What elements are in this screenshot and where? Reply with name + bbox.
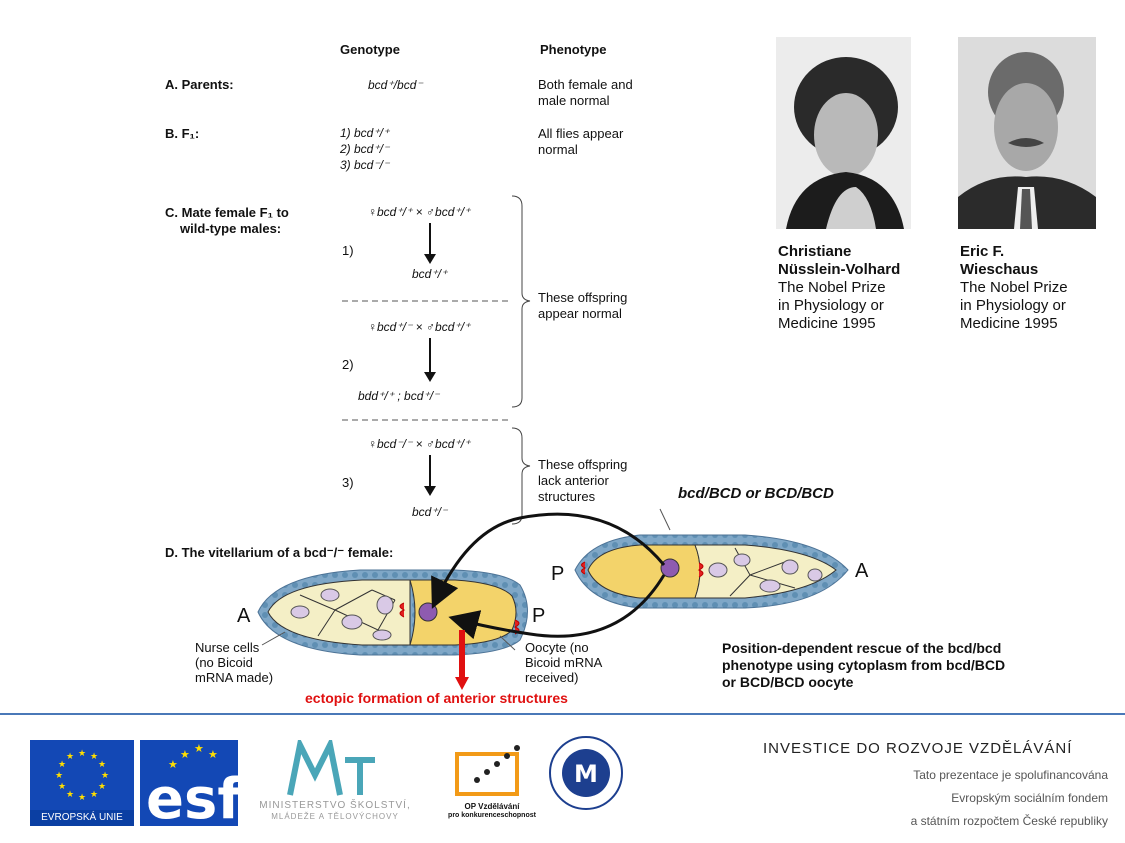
phenotype-header: Phenotype	[540, 42, 607, 57]
op-label-1: OP Vzdělávání	[464, 802, 520, 811]
nusslein-volhard-photo	[776, 37, 911, 229]
lack-text-2: lack anterior	[538, 473, 609, 488]
parents-phenotype-2: male normal	[538, 93, 610, 108]
svg-text:★: ★	[98, 760, 106, 770]
svg-text:★: ★	[78, 793, 86, 803]
masaryk-university-seal: M	[548, 735, 624, 811]
left-line-1: The Nobel Prize	[778, 279, 886, 296]
svg-text:esf: esf	[146, 767, 238, 826]
cross2-parents: ♀bcd⁺/⁻ × ♂bcd⁺/⁺	[368, 320, 471, 334]
f1-item-3: 3) bcd⁻/⁻	[340, 158, 390, 172]
cross2-result: bdd⁺/⁺ ; bcd⁺/⁻	[358, 389, 440, 403]
position-dependent-caption: Position-dependent rescue of the bcd/bcd…	[722, 640, 1006, 690]
right-line-2: in Physiology or	[960, 297, 1066, 314]
investice-heading: INVESTICE DO ROZVOJE VZDĚLÁVÁNÍ	[763, 740, 1073, 757]
svg-text:★: ★	[208, 748, 218, 761]
donor-genotype-label: bcd/BCD or BCD/BCD	[678, 485, 834, 502]
oocyte-note: Oocyte (no Bicoid mRNA received)	[525, 640, 603, 685]
cross1-number: 1)	[342, 243, 354, 258]
left-anterior-label: A	[237, 605, 251, 627]
svg-text:★: ★	[180, 748, 190, 761]
svg-text:★: ★	[101, 771, 109, 781]
normal-text-2: appear normal	[538, 306, 622, 321]
svg-text:★: ★	[194, 742, 204, 755]
rescue-arrow-upper	[431, 512, 666, 609]
mate-label-1: C. Mate female F₁ to	[165, 205, 289, 220]
left-line-2: in Physiology or	[778, 297, 884, 314]
f1-item-2: 2) bcd⁺/⁻	[340, 142, 390, 156]
f1-phenotype-1: All flies appear	[538, 126, 624, 141]
svg-text:★: ★	[98, 782, 106, 792]
funding-line-3: a státním rozpočtem České republiky	[910, 814, 1108, 828]
right-posterior-label: P	[551, 563, 565, 585]
svg-text:★: ★	[66, 752, 74, 762]
left-name-2: Nüsslein-Volhard	[778, 261, 901, 278]
right-egg-chamber	[574, 508, 849, 609]
parents-genotype: bcd⁺/bcd⁻	[368, 78, 423, 92]
funding-line-2: Evropským sociálním fondem	[951, 791, 1108, 805]
cross1-parents: ♀bcd⁺/⁺ × ♂bcd⁺/⁺	[368, 205, 471, 219]
right-line-1: The Nobel Prize	[960, 279, 1068, 296]
funding-line-1: Tato prezentace je spolufinancována	[913, 768, 1108, 782]
msmt-label-1: MINISTERSTVO ŠKOLSTVÍ,	[259, 800, 411, 811]
f1-label: B. F₁:	[165, 126, 200, 141]
msmt-label-2: MLÁDEŽE A TĚLOVÝCHOVY	[271, 812, 399, 821]
brace-normal	[511, 195, 531, 408]
eu-flag-logo: ★★★ ★★★ ★★★ ★★★ EVROPSKÁ UNIE	[30, 740, 134, 826]
footer-divider	[0, 713, 1125, 715]
op-vzdelavani-logo: OP Vzdělávání pro konkurenceschopnost	[432, 740, 552, 830]
right-name-2: Wieschaus	[960, 261, 1039, 278]
mate-label-2: wild-type males:	[180, 221, 282, 236]
f1-phenotype-2: normal	[538, 142, 578, 157]
nurse-cells-note: Nurse cells (no Bicoid mRNA made)	[195, 640, 274, 685]
left-line-3: Medicine 1995	[778, 315, 876, 332]
svg-text:★: ★	[90, 790, 98, 800]
section-d-label: D. The vitellarium of a bcd⁻/⁻ female:	[165, 545, 394, 560]
left-name-1: Christiane	[778, 243, 852, 260]
op-label-2: pro konkurenceschopnost	[448, 812, 536, 819]
cross2-number: 2)	[342, 357, 354, 372]
svg-text:★: ★	[58, 760, 66, 770]
lack-text-1: These offspring	[538, 457, 628, 472]
esf-logo: esf ★★★★	[140, 740, 242, 832]
cross-schematic-lines	[342, 195, 531, 525]
vitellarium-diagram	[257, 508, 849, 690]
svg-text:★: ★	[66, 790, 74, 800]
f1-item-1: 1) bcd⁺/⁺	[340, 126, 390, 140]
parents-label: A. Parents:	[165, 77, 234, 92]
right-anterior-label: A	[855, 560, 869, 582]
right-line-3: Medicine 1995	[960, 315, 1058, 332]
cross3-parents: ♀bcd⁻/⁻ × ♂bcd⁺/⁺	[368, 437, 471, 451]
svg-text:★: ★	[90, 752, 98, 762]
svg-text:★: ★	[168, 758, 178, 771]
rescue-arrow-lower	[448, 574, 666, 640]
cross3-number: 3)	[342, 475, 354, 490]
genotype-header: Genotype	[340, 42, 400, 57]
parents-phenotype-1: Both female and	[538, 77, 633, 92]
ectopic-formation-label: ectopic formation of anterior structures	[305, 690, 568, 706]
svg-text:★: ★	[78, 749, 86, 759]
svg-text:M: M	[574, 760, 598, 788]
left-egg-chamber	[257, 569, 528, 656]
normal-text-1: These offspring	[538, 290, 628, 305]
msmt-logo: MINISTERSTVO ŠKOLSTVÍ, MLÁDEŽE A TĚLOVÝC…	[245, 735, 425, 830]
cross3-result: bcd⁺/⁻	[412, 505, 448, 519]
cross1-result: bcd⁺/⁺	[412, 267, 448, 281]
left-posterior-label: P	[532, 605, 546, 627]
wieschaus-photo	[958, 37, 1096, 229]
right-name-1: Eric F.	[960, 243, 1005, 260]
svg-text:★: ★	[58, 782, 66, 792]
svg-text:★: ★	[55, 771, 63, 781]
lack-text-3: structures	[538, 489, 596, 504]
eu-label: EVROPSKÁ UNIE	[41, 812, 123, 823]
